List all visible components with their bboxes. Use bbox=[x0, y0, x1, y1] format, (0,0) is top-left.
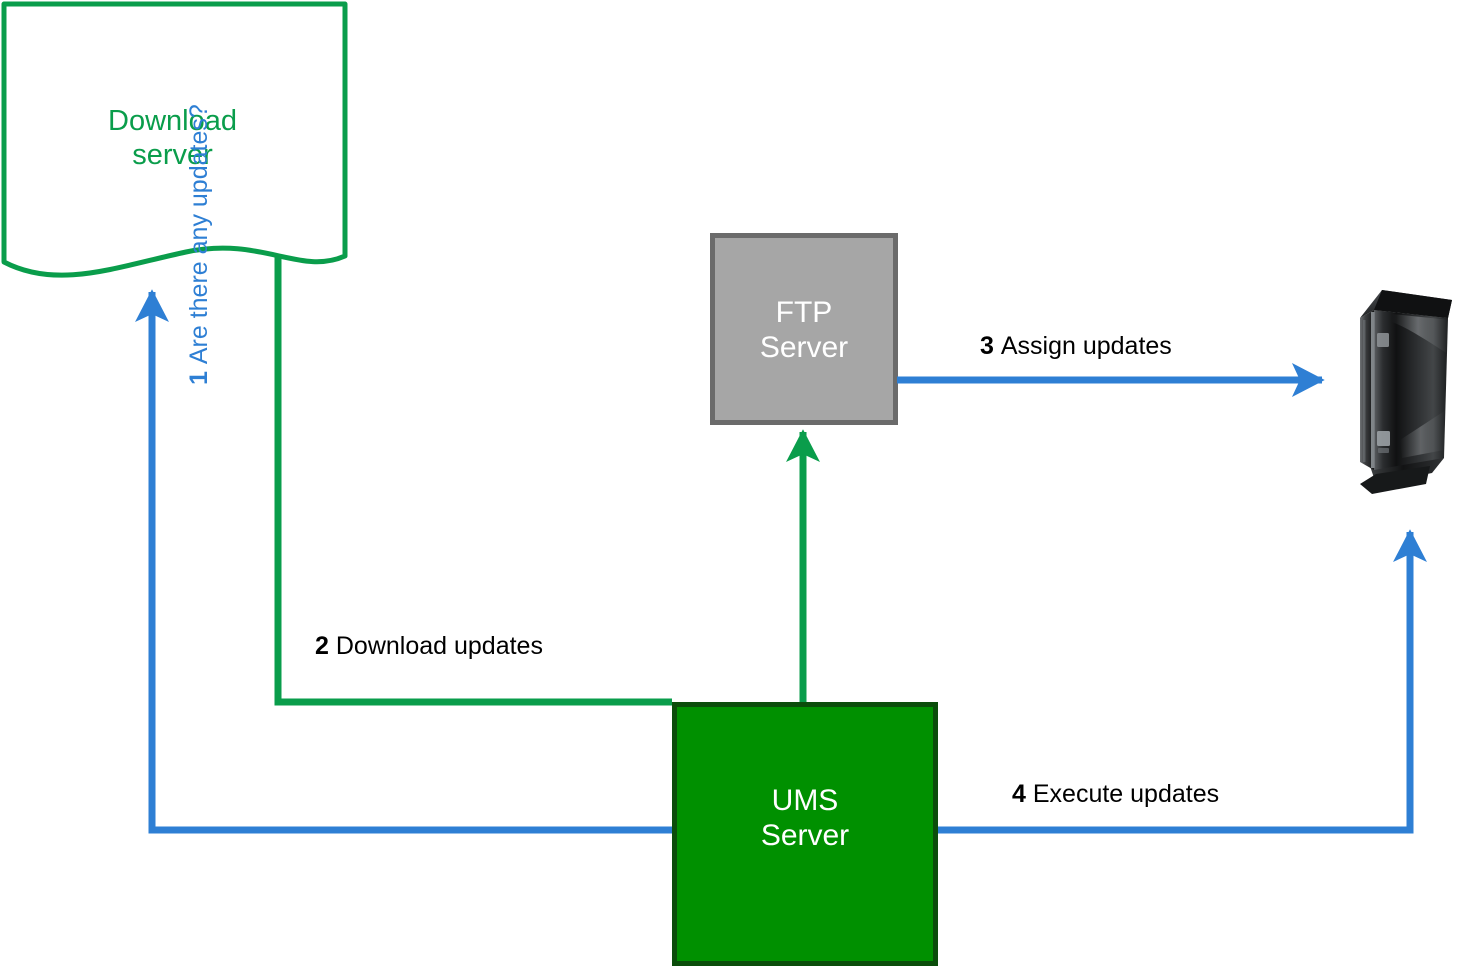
edge-number-4: 4 bbox=[1012, 780, 1026, 808]
edge-number-1: 1 bbox=[185, 371, 213, 385]
edge-label-are-there-any-updates: 1 Are there any updates? bbox=[185, 25, 214, 385]
edge-label-execute-updates: 4 Execute updates bbox=[1012, 780, 1219, 809]
connector-download-updates bbox=[274, 255, 672, 706]
edge-text-2 bbox=[329, 632, 336, 660]
edge-label-download-updates: 2 Download updates bbox=[315, 632, 543, 661]
connector-are-there-any-updates bbox=[135, 289, 672, 834]
edge-number-2: 2 bbox=[315, 632, 329, 660]
edge-text-assign-updates: Assign updates bbox=[1000, 332, 1172, 360]
download-server-shape bbox=[1, 1, 348, 278]
ums-server-shape bbox=[672, 702, 938, 966]
edge-number-3: 3 bbox=[980, 332, 994, 360]
edge-text-4 bbox=[1026, 780, 1033, 808]
thin-client-device-image bbox=[1360, 290, 1452, 494]
edge-text-1 bbox=[185, 364, 213, 371]
edge-text-3 bbox=[994, 332, 1001, 360]
edge-text-download-updates: Download updates bbox=[335, 632, 543, 660]
connector-execute-updates bbox=[938, 529, 1427, 834]
edge-text-execute-updates: Execute updates bbox=[1032, 780, 1220, 808]
edge-text-are-there-any-updates: Are there any updates? bbox=[185, 104, 213, 365]
ftp-server-shape bbox=[710, 233, 898, 425]
edge-label-assign-updates: 3 Assign updates bbox=[980, 332, 1172, 361]
